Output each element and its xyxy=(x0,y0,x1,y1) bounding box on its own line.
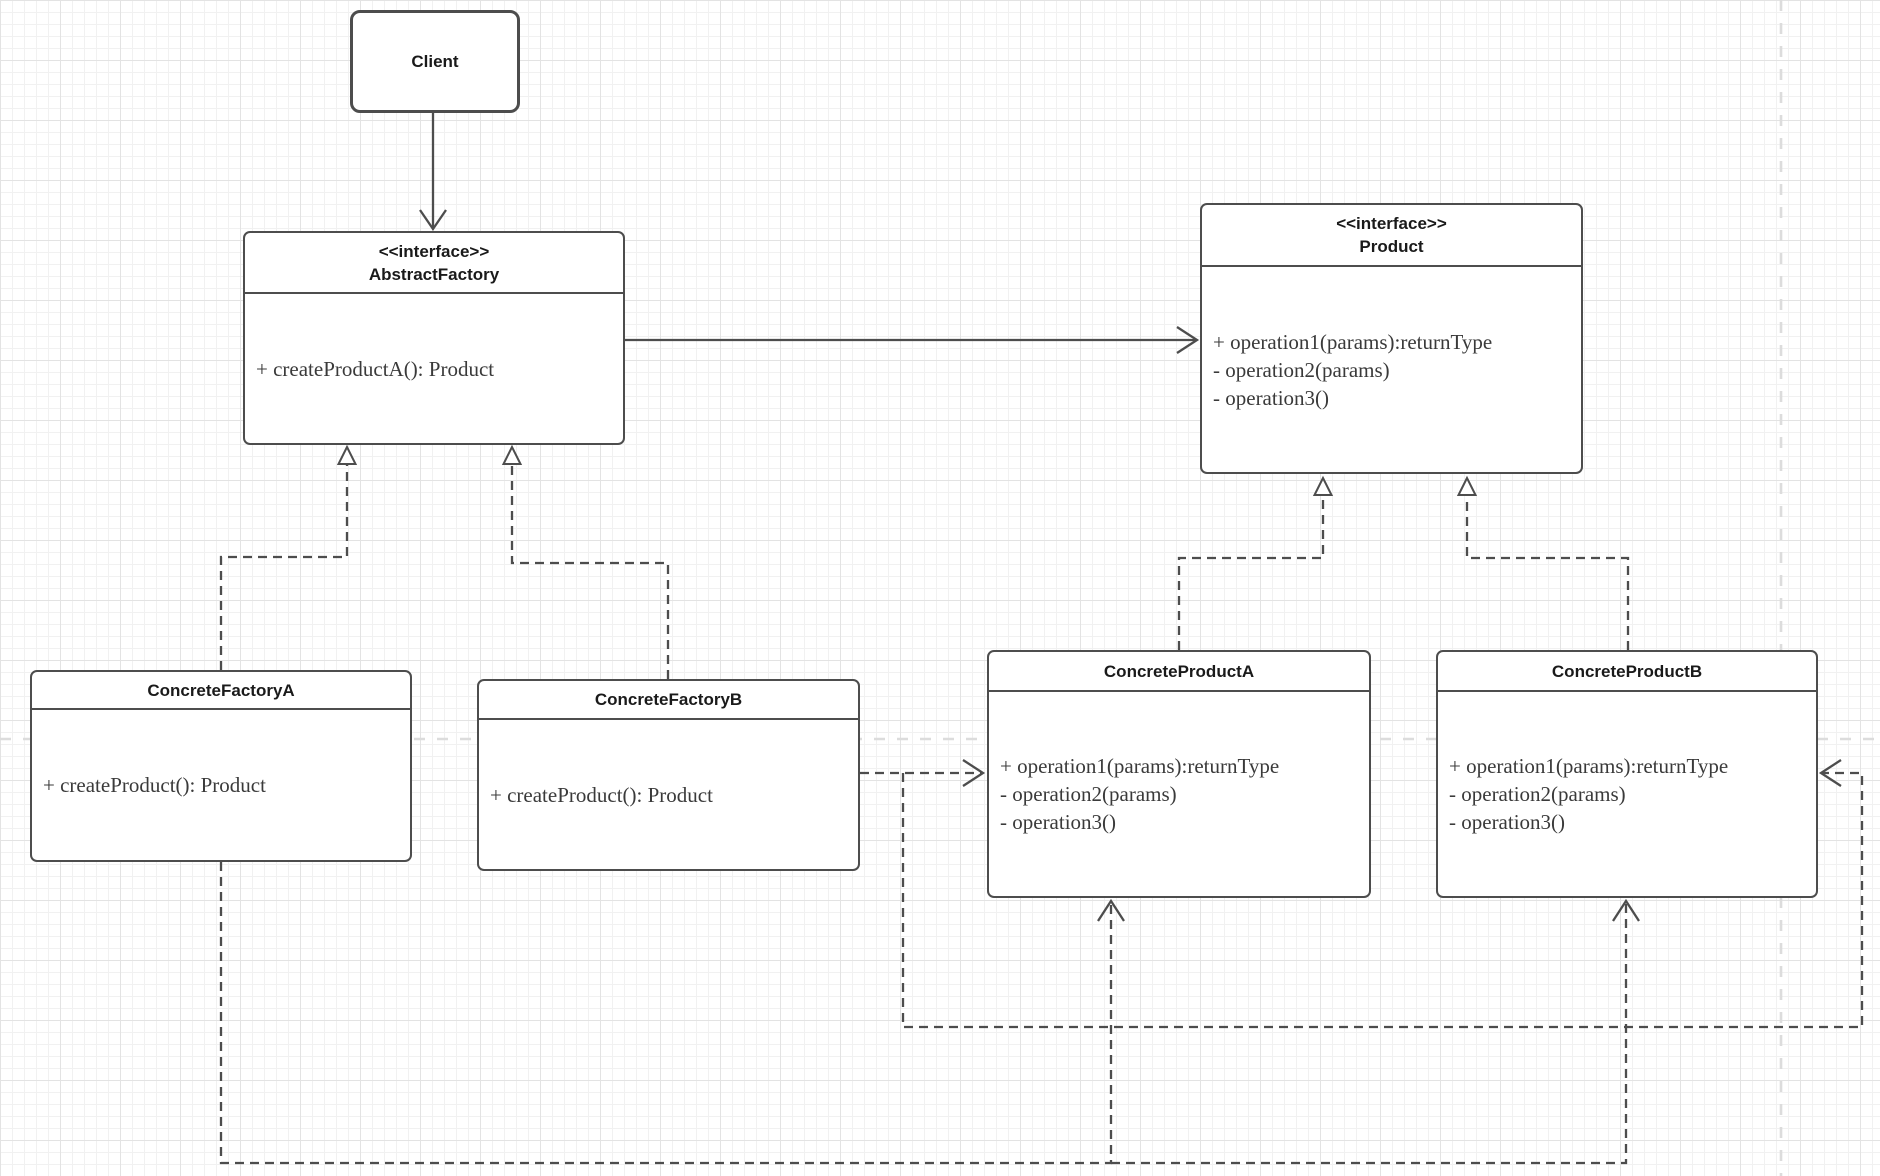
class-concreteproducta-title: ConcreteProductA xyxy=(1103,661,1255,681)
edge-client-abstractfactory[interactable] xyxy=(419,113,447,232)
member-line: + createProduct(): Product xyxy=(43,773,266,797)
member-line: - operation2(params) xyxy=(1213,357,1390,382)
edge-concreteproductb-product[interactable] xyxy=(1456,475,1630,650)
member-line: + operation1(params):returnType xyxy=(1213,329,1493,354)
class-concretefactoryb-title: ConcreteFactoryB xyxy=(594,690,743,709)
class-concretefactorya[interactable]: ConcreteFactoryA + createProduct(): Prod… xyxy=(30,670,412,862)
class-concretefactorya-members: + createProduct(): Product xyxy=(32,710,410,860)
class-abstractfactory[interactable]: <<interface>> AbstractFactory + createPr… xyxy=(243,231,625,445)
class-product-title: Product xyxy=(1359,237,1424,256)
class-concreteproducta[interactable]: ConcreteProductA + operation1(params):re… xyxy=(987,650,1371,898)
class-product[interactable]: <<interface>> Product + operation1(param… xyxy=(1200,203,1583,474)
class-concretefactoryb-header: ConcreteFactoryB xyxy=(479,681,858,720)
member-line: + createProductA(): Product xyxy=(256,356,495,381)
member-line: - operation3() xyxy=(1449,810,1566,834)
member-line: + operation1(params):returnType xyxy=(1000,754,1280,778)
member-line: - operation2(params) xyxy=(1000,782,1177,806)
class-concreteproducta-header: ConcreteProductA xyxy=(989,652,1369,692)
class-concretefactorya-header: ConcreteFactoryA xyxy=(32,672,410,710)
class-concretefactoryb[interactable]: ConcreteFactoryB + createProduct(): Prod… xyxy=(477,679,860,871)
class-abstractfactory-title: AbstractFactory xyxy=(368,264,500,284)
edge-concretefactoryb-concreteproducta[interactable] xyxy=(860,759,986,787)
class-concreteproductb-members: + operation1(params):returnType - operat… xyxy=(1438,692,1816,896)
member-line: - operation3() xyxy=(1213,385,1330,410)
member-line: - operation2(params) xyxy=(1449,782,1626,806)
class-client-title: Client xyxy=(411,51,459,71)
member-line: - operation3() xyxy=(1000,810,1117,834)
edge-concretefactoryb-concreteproductb[interactable] xyxy=(901,759,1864,1029)
class-concreteproducta-members: + operation1(params):returnType - operat… xyxy=(989,692,1369,896)
edge-abstractfactory-product[interactable] xyxy=(625,326,1200,354)
edge-concretefactorya-concreteproducta[interactable] xyxy=(219,862,1125,1165)
class-product-stereotype: <<interface>> xyxy=(1336,214,1447,233)
member-line: + operation1(params):returnType xyxy=(1449,754,1729,778)
class-product-header: <<interface>> Product xyxy=(1202,205,1581,267)
edge-concretefactorya-abstractfactory[interactable] xyxy=(219,444,358,670)
class-product-members: + operation1(params):returnType - operat… xyxy=(1202,267,1581,472)
class-abstractfactory-header: <<interface>> AbstractFactory xyxy=(245,233,623,294)
edge-concretefactoryb-abstractfactory[interactable] xyxy=(501,444,670,679)
class-concretefactorya-title: ConcreteFactoryA xyxy=(147,680,295,700)
class-concreteproductb[interactable]: ConcreteProductB + operation1(params):re… xyxy=(1436,650,1818,898)
class-abstractfactory-stereotype: <<interface>> xyxy=(378,241,490,261)
class-concreteproductb-header: ConcreteProductB xyxy=(1438,652,1816,692)
class-concretefactoryb-members: + createProduct(): Product xyxy=(479,720,858,869)
class-abstractfactory-members: + createProductA(): Product xyxy=(245,294,623,443)
class-client[interactable]: Client xyxy=(350,10,520,113)
class-concreteproductb-title: ConcreteProductB xyxy=(1551,661,1703,681)
member-line: + createProduct(): Product xyxy=(490,782,713,807)
edge-concretefactorya-concreteproductb[interactable] xyxy=(1111,898,1640,1165)
edge-concreteproducta-product[interactable] xyxy=(1177,475,1334,650)
